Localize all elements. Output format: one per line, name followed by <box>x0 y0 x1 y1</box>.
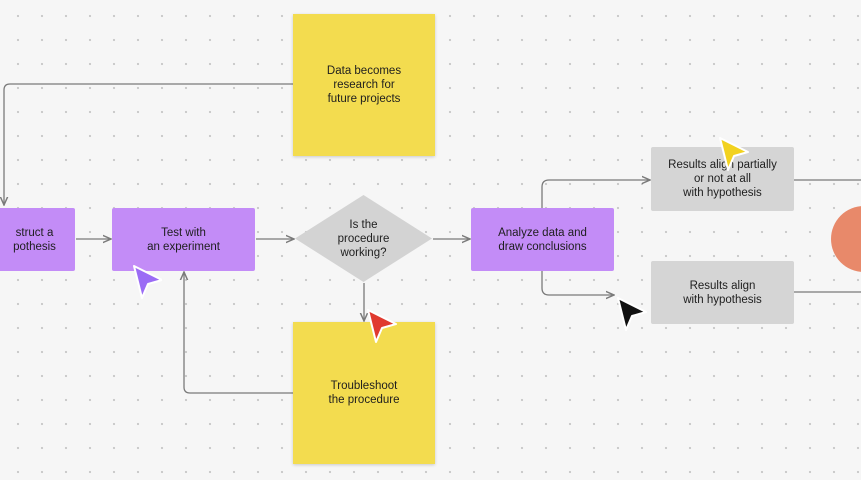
analyze-data-label: Analyze data and draw conclusions <box>498 226 587 253</box>
terminal-circle <box>831 206 861 272</box>
results-partial-node[interactable]: Results align partially or not at all wi… <box>651 147 794 211</box>
decision-diamond-shape <box>295 195 432 282</box>
analyze-data-node[interactable]: Analyze data and draw conclusions <box>471 208 614 271</box>
results-align-node[interactable]: Results align with hypothesis <box>651 261 794 324</box>
test-experiment-label: Test with an experiment <box>147 226 220 253</box>
data-research-sticky[interactable]: Data becomes research for future project… <box>293 14 435 156</box>
connector-research-to-hypothesis <box>4 83 293 205</box>
troubleshoot-sticky[interactable]: Troubleshoot the procedure <box>293 322 435 464</box>
construct-hypothesis-node[interactable]: struct a pothesis <box>0 208 75 271</box>
construct-hypothesis-label: struct a pothesis <box>13 226 56 253</box>
results-partial-label: Results align partially or not at all wi… <box>668 159 777 199</box>
purple-cursor-icon <box>133 265 163 299</box>
procedure-decision-node[interactable]: Is the procedure working? <box>294 194 433 283</box>
red-cursor-icon <box>367 309 397 343</box>
connector-troubleshoot-to-test <box>184 272 293 394</box>
yellow-cursor-icon <box>719 137 749 171</box>
black-cursor-icon <box>617 297 647 331</box>
data-research-label: Data becomes research for future project… <box>326 65 402 105</box>
troubleshoot-label: Troubleshoot the procedure <box>328 380 400 406</box>
connector-analyze-to-align <box>541 271 614 295</box>
results-align-label: Results align with hypothesis <box>683 279 762 306</box>
procedure-decision-label: Is the procedure working? <box>337 218 390 259</box>
connector-analyze-to-partial <box>541 180 650 208</box>
test-experiment-node[interactable]: Test with an experiment <box>112 208 255 271</box>
